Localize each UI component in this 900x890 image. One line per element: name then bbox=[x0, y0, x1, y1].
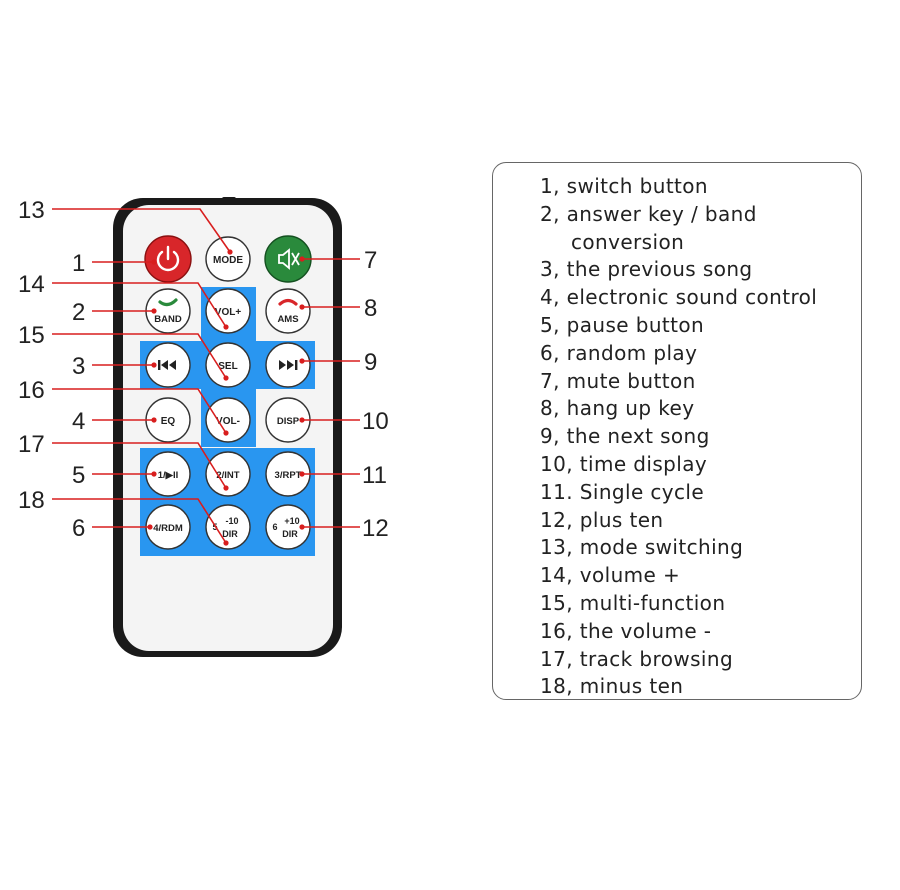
callout-11: 11 bbox=[362, 462, 387, 489]
callout-5: 5 bbox=[72, 462, 85, 489]
button-4-label: 4/RDM bbox=[153, 523, 183, 534]
vol-minus-button[interactable] bbox=[205, 397, 251, 443]
ams-label: AMS bbox=[277, 314, 298, 325]
band-label: BAND bbox=[154, 314, 182, 325]
buttons bbox=[145, 236, 311, 550]
callout-9: 9 bbox=[364, 349, 377, 376]
callout-18: 18 bbox=[18, 487, 45, 514]
button-6-dir-label: DIR bbox=[282, 529, 298, 539]
remote-top-notch bbox=[222, 197, 236, 203]
legend-item: 12, plus ten bbox=[540, 507, 664, 532]
callout-12: 12 bbox=[362, 515, 389, 542]
leader-dots bbox=[147, 249, 305, 546]
legend-box: 1, switch button 2, answer key / band co… bbox=[492, 162, 862, 700]
legend-item: 14, volume + bbox=[540, 563, 681, 588]
vol-minus-label: VOL- bbox=[216, 416, 240, 427]
button-6-num-label: 6 bbox=[272, 522, 277, 532]
legend-item: 1, switch button bbox=[540, 174, 709, 198]
callout-17: 17 bbox=[18, 431, 45, 458]
legend-item: 13, mode switching bbox=[540, 535, 744, 560]
sel-button[interactable] bbox=[205, 342, 251, 388]
vol-plus-button[interactable] bbox=[205, 288, 251, 334]
callout-10: 10 bbox=[362, 408, 389, 435]
callout-3: 3 bbox=[72, 353, 85, 380]
legend-item: 10, time display bbox=[540, 451, 708, 476]
legend-item: 3, the previous song bbox=[540, 257, 753, 282]
legend-item: 5, pause button bbox=[540, 312, 705, 337]
sel-label: SEL bbox=[218, 361, 237, 372]
legend-item: 16, the volume - bbox=[540, 618, 712, 643]
callout-7: 7 bbox=[364, 247, 377, 274]
legend-item: 18, minus ten bbox=[540, 674, 684, 699]
vol-plus-label: VOL+ bbox=[215, 307, 242, 318]
power-icon bbox=[156, 245, 180, 272]
legend-item: conversion bbox=[571, 229, 685, 254]
callout-14: 14 bbox=[18, 271, 45, 298]
legend-list: 1, switch button 2, answer key / band co… bbox=[540, 173, 817, 701]
speaker-mute-icon bbox=[278, 248, 300, 270]
callout-4: 4 bbox=[72, 408, 85, 435]
disp-label: DISP bbox=[277, 416, 300, 427]
button-3-label: 3/RPT bbox=[275, 470, 302, 481]
button-2-label: 2/INT bbox=[216, 470, 239, 481]
callout-1: 1 bbox=[72, 250, 85, 277]
legend-item: 8, hang up key bbox=[540, 396, 695, 421]
callout-16: 16 bbox=[18, 377, 45, 404]
button-5-top-label: -10 bbox=[225, 516, 238, 526]
legend-item: 7, mute button bbox=[540, 368, 696, 393]
button-5-dir-label: DIR bbox=[222, 529, 238, 539]
button-5-minus-10[interactable] bbox=[205, 504, 251, 550]
skip-previous-icon bbox=[158, 360, 176, 370]
eq-label: EQ bbox=[161, 416, 176, 427]
mode-button[interactable] bbox=[205, 236, 251, 282]
legend-item: 9, the next song bbox=[540, 424, 710, 449]
phone-answer-icon bbox=[158, 298, 178, 307]
callout-8: 8 bbox=[364, 295, 377, 322]
callout-2: 2 bbox=[72, 299, 85, 326]
callout-6: 6 bbox=[72, 515, 85, 542]
skip-next-icon bbox=[279, 360, 298, 370]
callout-13: 13 bbox=[18, 197, 45, 224]
mode-label: MODE bbox=[213, 255, 243, 266]
button-1-label: 1/▶II bbox=[158, 470, 179, 481]
legend-item: 11. Single cycle bbox=[540, 479, 705, 504]
button-6-top-label: +10 bbox=[284, 516, 299, 526]
callout-15: 15 bbox=[18, 322, 45, 349]
legend-item: 15, multi-function bbox=[540, 590, 726, 615]
phone-hangup-icon bbox=[278, 298, 298, 306]
leader-lines bbox=[52, 208, 360, 544]
ams-button[interactable] bbox=[265, 288, 311, 334]
button-2-int[interactable] bbox=[205, 451, 251, 497]
legend-item: 17, track browsing bbox=[540, 646, 734, 671]
legend-item: 2, answer key / band bbox=[540, 201, 757, 226]
legend-item: 6, random play bbox=[540, 340, 698, 365]
legend-item: 4, electronic sound control bbox=[540, 285, 818, 310]
